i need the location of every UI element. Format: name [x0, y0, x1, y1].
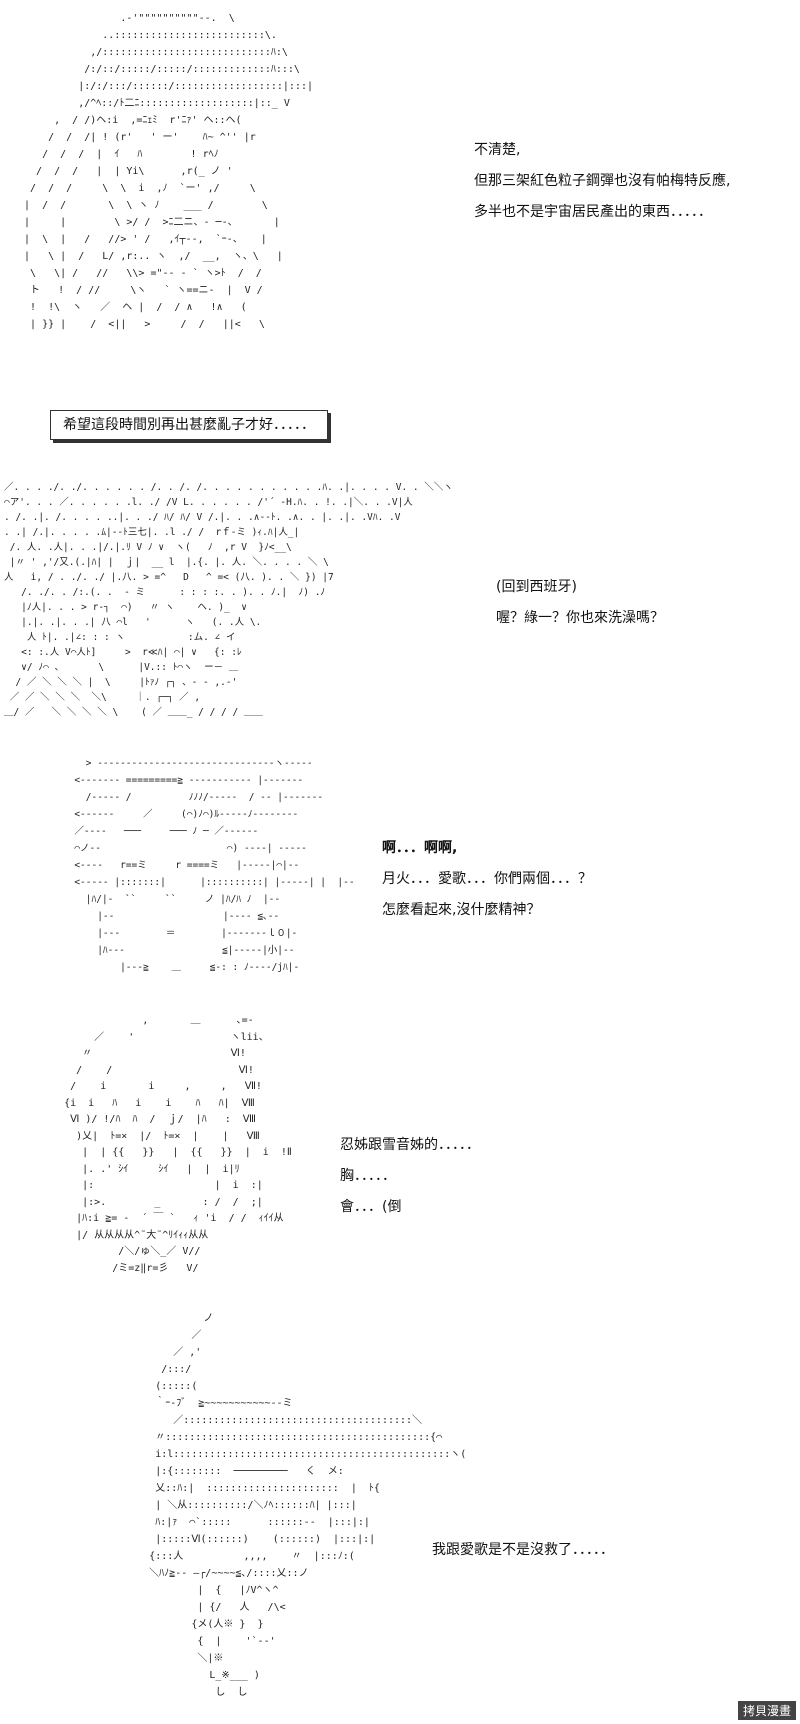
ascii-art-bath-scene: ／. . . ./. ./. . . . . . /. . /. /. . . … [4, 482, 453, 718]
ascii-art-collapsed-girl: ノ ／ ／ ,' /:::/ (:::::( ｀ｰ-ﾌﾞ ≧~~~~~~~~~~… [149, 1313, 467, 1698]
dialogue-line: 多半也不是宇宙居民產出的東西．．．．． [474, 204, 712, 220]
dialogue-block-5: 我跟愛歌是不是沒救了．．．．． [432, 1540, 614, 1571]
dialogue-line: 月火．．．愛歌．．．你們兩個．．．？ [382, 871, 592, 887]
dialogue-line: 但那三架紅色粒子鋼彈也沒有帕梅特反應, [474, 173, 731, 189]
dialogue-block-1: 不清楚, 但那三架紅色粒子鋼彈也沒有帕梅特反應, 多半也不是宇宙居民產出的東西．… [474, 140, 730, 233]
dialogue-line: 我跟愛歌是不是沒救了．．．．． [432, 1542, 614, 1558]
dialogue-block-3: 啊．．．啊啊, 月火．．．愛歌．．．你們兩個．．．？ 怎麼看起來,沒什麼精神？ [382, 838, 592, 931]
dialogue-line: 啊．．．啊啊, [382, 840, 458, 856]
dialogue-line: 不清楚, [474, 142, 521, 158]
dialogue-block-4: 忍姊跟雪音姊的．．．．． 胸．．．．． 會．．．(倒 [340, 1135, 480, 1228]
dialogue-line: 喔？綠一？你也來洗澡嗎？ [496, 610, 664, 626]
panel-1: .-'""""""""""--. \ ..:::::::::::::::::::… [0, 0, 800, 370]
panel-3: > -------------------------------ヽ----- … [0, 750, 800, 990]
dialogue-line: 忍姊跟雪音姊的．．．．． [340, 1137, 480, 1153]
ascii-art-exhausted-face: > -------------------------------ヽ----- … [74, 758, 355, 973]
dialogue-line: 胸．．．．． [340, 1168, 396, 1184]
ascii-art-girl-face: , ＿ ､=- ／ ' ヽlii、 〃 Ⅵ! / / Ⅵ! / i i , , … [64, 1015, 292, 1274]
narration-box: 希望這段時間別再出甚麼亂子才好．．．．． [50, 410, 328, 440]
dialogue-line: 怎麼看起來,沒什麼精神？ [382, 902, 541, 918]
panel-5: ノ ／ ／ ,' /:::/ (:::::( ｀ｰ-ﾌﾞ ≧~~~~~~~~~~… [0, 1305, 800, 1724]
dialogue-block-2: (回到西班牙) 喔？綠一？你也來洗澡嗎？ [496, 577, 664, 639]
panel-2: ／. . . ./. ./. . . . . . /. . /. /. . . … [0, 470, 800, 730]
watermark-label: 拷貝漫畫 [737, 1701, 796, 1720]
dialogue-line: 會．．．(倒 [340, 1199, 402, 1215]
ascii-art-portrait-1: .-'""""""""""--. \ ..:::::::::::::::::::… [24, 13, 314, 330]
dialogue-line: (回到西班牙) [496, 579, 577, 595]
panel-4: , ＿ ､=- ／ ' ヽlii、 〃 Ⅵ! / / Ⅵ! / i i , , … [0, 1005, 800, 1295]
